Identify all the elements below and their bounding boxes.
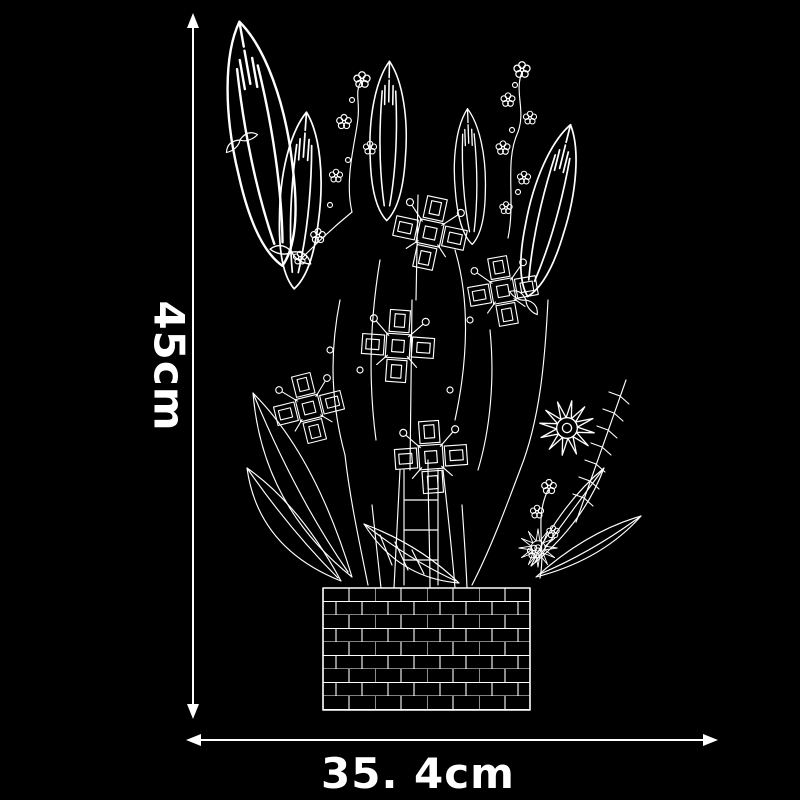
width-arrow-left (186, 734, 201, 746)
width-label: 35. 4cm (321, 749, 515, 798)
width-arrow-right (703, 734, 718, 746)
leaves (246, 379, 642, 584)
flower-buds (210, 15, 591, 316)
height-label: 45cm (145, 300, 194, 431)
blossom-branches (292, 61, 560, 579)
stems (326, 194, 549, 589)
bouquet-wireframe-illustration (210, 15, 642, 711)
plate-flowers (266, 189, 544, 496)
height-arrow-top (187, 13, 199, 28)
width-dimension: 35. 4cm (186, 734, 718, 798)
height-dimension: 45cm (145, 13, 199, 719)
brick-pot (322, 587, 531, 711)
height-arrow-bottom (187, 704, 199, 719)
star-flowers (518, 395, 600, 568)
